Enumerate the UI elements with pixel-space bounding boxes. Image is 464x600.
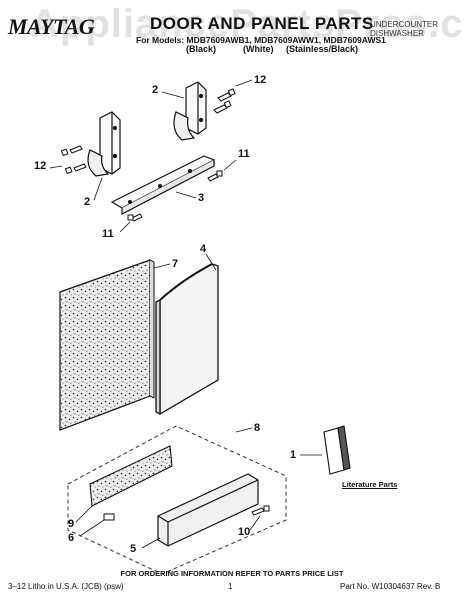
mounting-rail [110, 155, 216, 215]
part-number: Part No. W10304637 Rev. B [340, 582, 441, 591]
callout-7: 7 [172, 258, 179, 270]
product-type: UNDERCOUNTER DISHWASHER [370, 20, 438, 38]
callout-12-top: 12 [254, 74, 267, 86]
insulation-panel [59, 259, 151, 431]
product-type-line-2: DISHWASHER [370, 29, 424, 38]
callout-8: 8 [254, 422, 261, 434]
page-title: DOOR AND PANEL PARTS [150, 14, 374, 33]
callout-2-top: 2 [152, 84, 159, 96]
screws-rail [127, 170, 223, 222]
variant-stainless: (Stainless/Black) [286, 44, 359, 54]
page-number: 1 [228, 582, 233, 591]
callout-11-left: 11 [102, 228, 114, 240]
callout-4: 4 [200, 243, 207, 255]
callout-1: 1 [290, 449, 297, 461]
callout-9: 9 [68, 518, 75, 530]
variant-white: (White) [243, 44, 274, 54]
callout-11-right: 11 [238, 148, 250, 160]
callout-6: 6 [68, 532, 75, 544]
ordering-note: FOR ORDERING INFORMATION REFER TO PARTS … [120, 569, 344, 578]
callout-5: 5 [130, 543, 137, 555]
callout-2-left: 2 [84, 196, 91, 208]
product-type-line-1: UNDERCOUNTER [370, 20, 438, 29]
watermark: AppliancePartsPros.com [30, 2, 464, 46]
literature-booklet [323, 425, 351, 475]
clip [103, 513, 115, 521]
screws-left [60, 145, 87, 175]
callout-10: 10 [238, 526, 251, 538]
callout-3: 3 [198, 192, 205, 204]
toe-panel-assembly-box [67, 425, 287, 575]
door-panel [155, 263, 219, 416]
brand-logo: MAYTAG [8, 14, 95, 39]
litho-info: 3–12 Litho in U.S.A. (JCB) (psw) [8, 582, 124, 591]
callout-12-left: 12 [34, 160, 47, 172]
hinge-bracket-right [173, 81, 207, 141]
screws-top [213, 88, 236, 114]
model-list: For Models: MDB7609AWB1, MDB7609AWW1, MD… [136, 35, 386, 45]
toe-panel [157, 473, 259, 547]
literature-parts-label: Literature Parts [342, 480, 398, 489]
insulation-strip [89, 445, 173, 507]
variant-black: (Black) [186, 44, 217, 54]
hinge-bracket-left [87, 111, 121, 177]
screw-toe [251, 505, 270, 516]
